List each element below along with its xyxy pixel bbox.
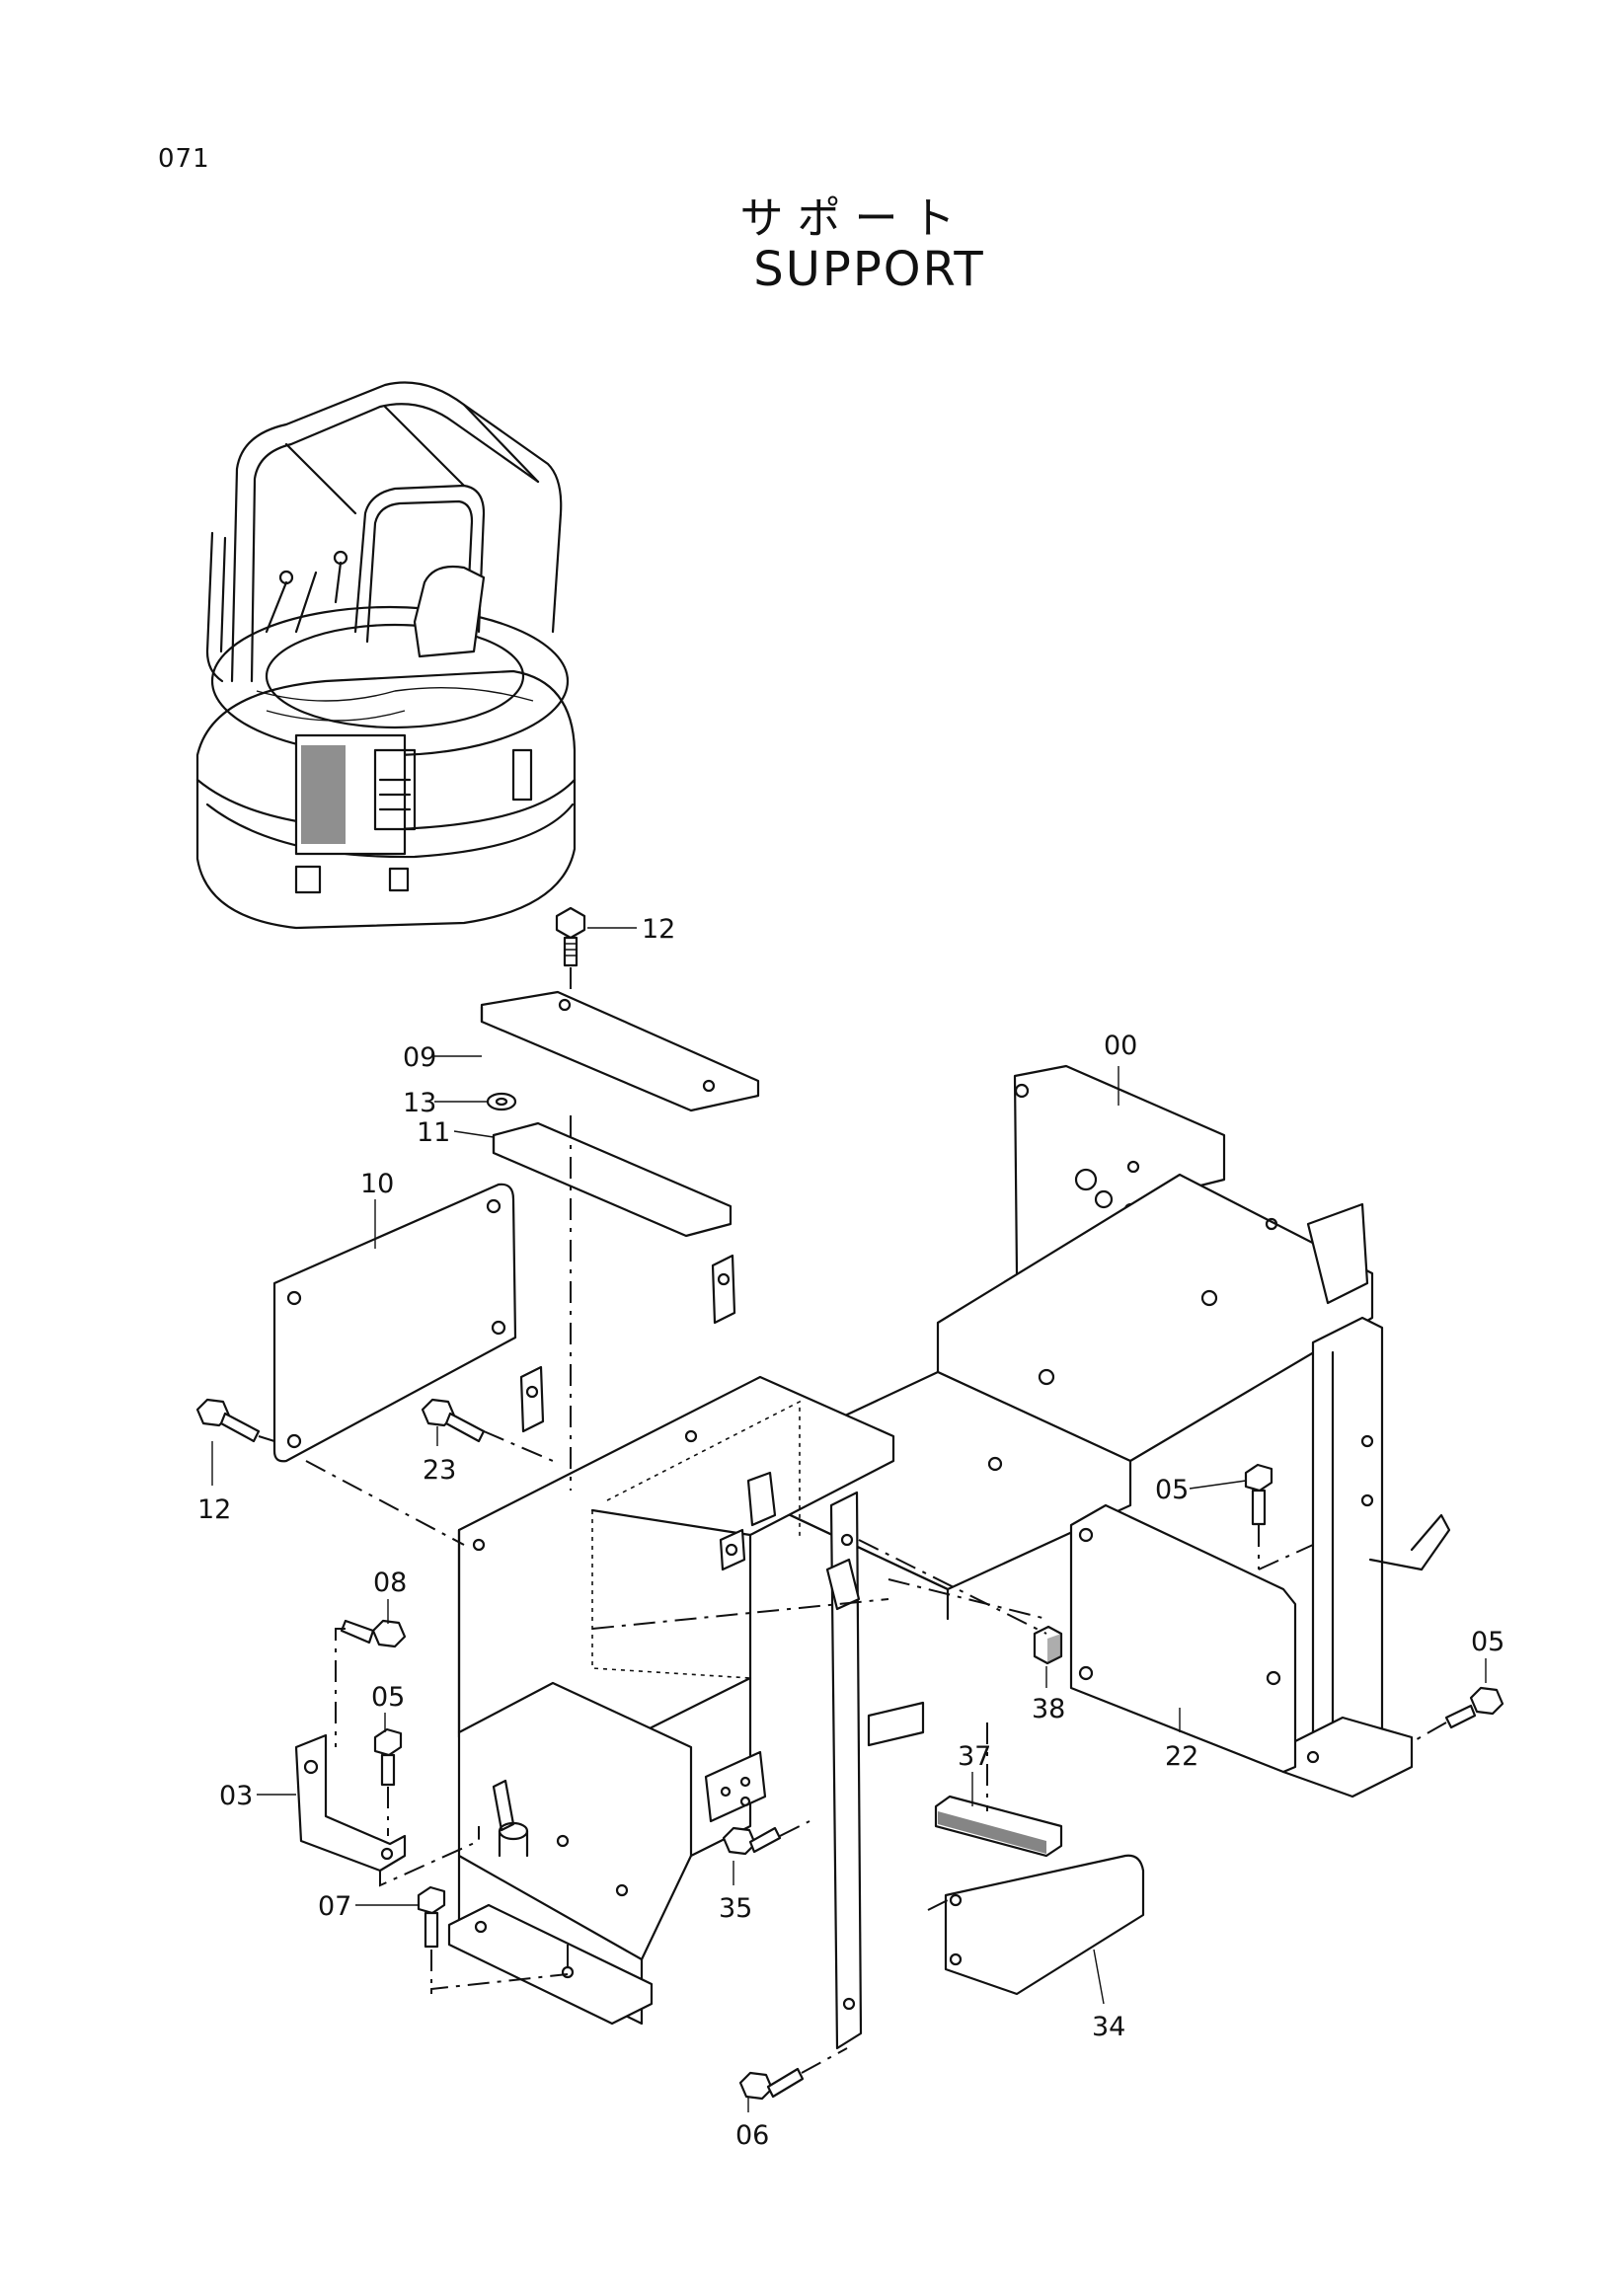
title-japanese: サポート	[739, 193, 969, 244]
part-38-block	[1033, 1625, 1063, 1665]
callout-38: 38	[1032, 1694, 1065, 1724]
callout-05-mid: 05	[1155, 1475, 1189, 1505]
main-support-frame	[447, 1064, 1451, 2050]
callout-23: 23	[423, 1455, 456, 1486]
part-35-bolt	[722, 1826, 782, 1856]
leader-lines	[211, 927, 1487, 2112]
callout-05-left: 05	[371, 1682, 405, 1713]
callout-06: 06	[735, 2120, 769, 2151]
callout-08: 08	[373, 1568, 407, 1598]
assembly-lines	[258, 1115, 1447, 2074]
callout-07: 07	[318, 1891, 351, 1922]
part-05-mid-bolt	[1244, 1463, 1273, 1526]
callouts: 12 09 13 11 10 00 12 23 08 05 03 07 35 0…	[197, 914, 1504, 2151]
callout-13: 13	[403, 1088, 436, 1118]
part-05-left-bolt	[373, 1727, 403, 1787]
part-22-cover	[1069, 1503, 1297, 1774]
callout-12-left: 12	[197, 1494, 231, 1525]
part-37-bar	[934, 1795, 1063, 1858]
part-12-top-bolt	[555, 906, 586, 967]
callout-22: 22	[1165, 1741, 1198, 1772]
part-11-pad	[492, 1121, 733, 1238]
callout-35: 35	[719, 1893, 752, 1924]
page-number: 071	[158, 144, 210, 174]
callout-12-top: 12	[642, 914, 675, 945]
part-03-bracket	[294, 1733, 407, 1873]
part-10-side-plate	[272, 1183, 517, 1463]
title-english: SUPPORT	[753, 242, 985, 297]
part-06-bolt	[738, 2067, 805, 2101]
callout-00: 00	[1104, 1031, 1137, 1061]
callout-34: 34	[1092, 2012, 1125, 2042]
callout-05-right: 05	[1471, 1627, 1504, 1657]
callout-11: 11	[417, 1117, 450, 1148]
callout-10: 10	[360, 1169, 394, 1199]
callout-37: 37	[958, 1741, 991, 1772]
callout-03: 03	[219, 1781, 253, 1811]
part-23-bolt	[421, 1398, 486, 1443]
part-09-cover-plate	[480, 990, 760, 1112]
part-05-right-bolt	[1444, 1686, 1504, 1729]
callout-09: 09	[403, 1042, 436, 1073]
part-13-washer	[486, 1092, 517, 1111]
part-08-bolt	[340, 1619, 407, 1648]
machine-overview-illustration	[195, 381, 577, 930]
part-07-bolt	[417, 1885, 446, 1949]
part-12-left-bolt	[195, 1398, 261, 1443]
part-34-cover	[944, 1854, 1145, 1996]
